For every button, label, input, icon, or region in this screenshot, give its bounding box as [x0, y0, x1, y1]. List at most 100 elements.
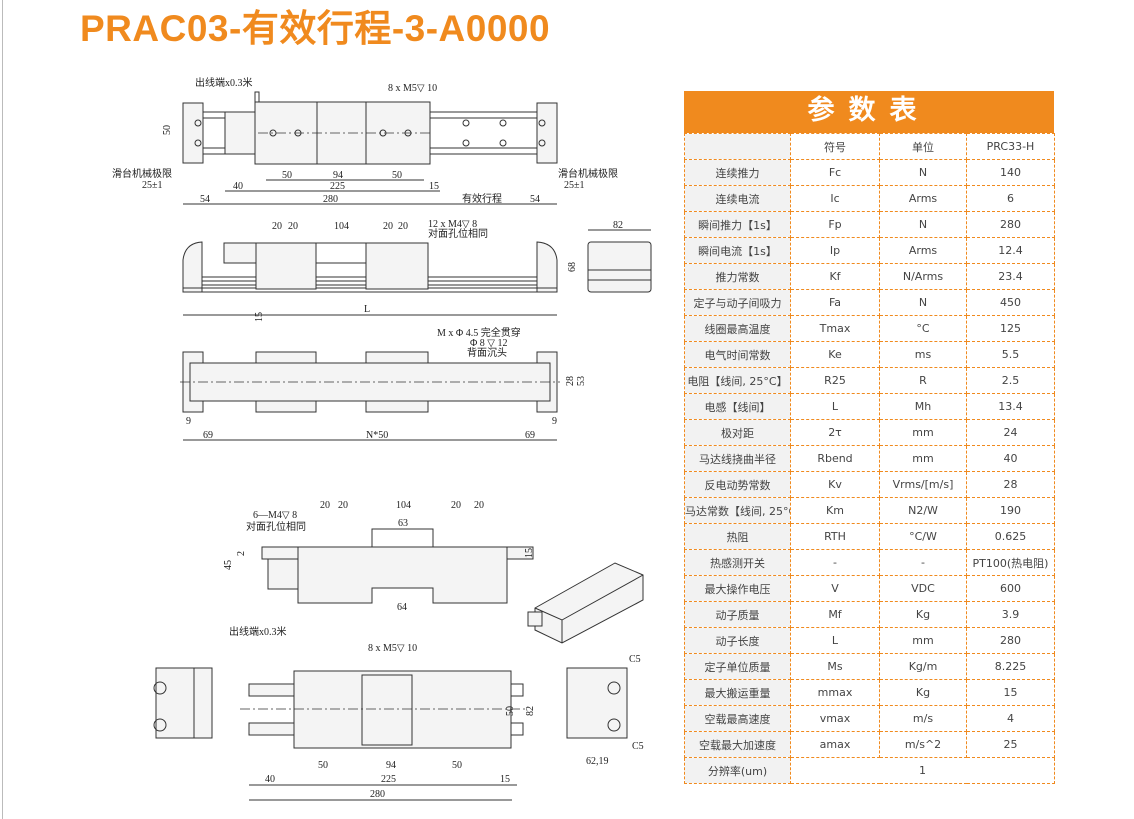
param-unit: Kg [879, 601, 967, 628]
dim-15: 15 [500, 774, 510, 785]
bottom-view-drawing: M x Φ 4.5 完全贯穿 Φ 8 ▽ 12 背面沉头 28 53 9 9 6… [180, 326, 587, 441]
param-unit: m/s [879, 705, 967, 732]
param-name: 电感【线间】 [684, 393, 791, 420]
side-view-drawing: 15 20 20 104 20 20 12 x M4▽ 8 对面孔位相同 L 8… [182, 219, 652, 322]
page-border [2, 0, 3, 819]
dim-20c: 20 [383, 221, 393, 232]
column-header [684, 133, 791, 160]
dim-50: 50 [162, 125, 173, 135]
param-name: 连续电流 [684, 185, 791, 212]
label-holes: 12 x M4▽ 8 [428, 219, 477, 230]
dim-20b: 20 [338, 500, 348, 511]
param-value: 15 [966, 679, 1055, 706]
param-symbol: Ke [790, 341, 880, 368]
param-symbol: Kf [790, 263, 880, 290]
param-unit: °C/W [879, 523, 967, 550]
dim-50b: 50 [452, 760, 462, 771]
param-unit: mm [879, 627, 967, 654]
label-holes: M x Φ 4.5 完全贯穿 [437, 326, 521, 339]
dim-104: 104 [334, 221, 349, 232]
dim-225: 225 [381, 774, 396, 785]
table-row-resolution: 分辨率(um)1 [684, 757, 1055, 784]
param-value: 5.5 [966, 341, 1055, 368]
param-symbol: Km [790, 497, 880, 524]
param-value: 4 [966, 705, 1055, 732]
mover-top-view-drawing: 出线端x0.3米 8 x M5▽ 10 50 82 50 94 50 40 22… [153, 625, 644, 801]
param-symbol: RTH [790, 523, 880, 550]
param-name: 电阻【线间, 25°C】 [684, 367, 791, 394]
param-unit: N [879, 159, 967, 186]
dim-2: 2 [236, 551, 247, 556]
dim-94: 94 [333, 170, 343, 181]
dim-20d: 20 [398, 221, 408, 232]
param-value: 1 [790, 757, 1055, 784]
param-value: 190 [966, 497, 1055, 524]
param-value: 23.4 [966, 263, 1055, 290]
param-symbol: Fc [790, 159, 880, 186]
param-name: 马达线挠曲半径 [684, 445, 791, 472]
param-symbol: Ip [790, 237, 880, 264]
param-symbol: 2τ [790, 419, 880, 446]
param-unit: N [879, 289, 967, 316]
dim-9b: 9 [552, 416, 557, 427]
dim-20a: 20 [320, 500, 330, 511]
dim-53: 53 [576, 376, 587, 386]
param-name: 最大操作电压 [684, 575, 791, 602]
param-symbol: Kv [790, 471, 880, 498]
param-symbol: Rbend [790, 445, 880, 472]
param-unit: m/s^2 [879, 731, 967, 758]
param-name: 最大搬运重量 [684, 679, 791, 706]
param-name: 热感测开关 [684, 549, 791, 576]
param-value: 24 [966, 419, 1055, 446]
param-unit: N2/W [879, 497, 967, 524]
param-symbol: L [790, 393, 880, 420]
param-symbol: Fp [790, 211, 880, 238]
label-chamfer-top: C5 [629, 654, 641, 665]
param-unit: Kg [879, 679, 967, 706]
param-symbol: Fa [790, 289, 880, 316]
param-unit: ms [879, 341, 967, 368]
dim-82: 82 [613, 220, 623, 231]
dim-54a: 54 [200, 194, 210, 205]
label-holes: 6—M4▽ 8 [253, 510, 297, 521]
param-value: PT100(热电阻) [966, 549, 1055, 576]
param-value: 2.5 [966, 367, 1055, 394]
table-heading: 参数表 [684, 91, 1054, 133]
param-name: 线圈最高温度 [684, 315, 791, 342]
label-holes: 8 x M5▽ 10 [368, 643, 417, 654]
param-symbol: V [790, 575, 880, 602]
dim-50: 50 [505, 706, 516, 716]
dim-50a: 50 [318, 760, 328, 771]
dim-45: 45 [223, 560, 234, 570]
param-name: 连续推力 [684, 159, 791, 186]
table-header-row: 符号 单位 PRC33-H [684, 133, 1055, 160]
dim-225: 225 [330, 181, 345, 192]
param-name: 电气时间常数 [684, 341, 791, 368]
column-header: PRC33-H [966, 133, 1055, 160]
param-name: 推力常数 [684, 263, 791, 290]
mover-side-view-drawing: 6—M4▽ 8 对面孔位相同 20 20 104 20 20 63 2 45 1… [223, 500, 535, 613]
isometric-view-drawing [527, 562, 644, 644]
param-symbol: mmax [790, 679, 880, 706]
dim-20b: 20 [288, 221, 298, 232]
param-unit: N [879, 211, 967, 238]
dim-68: 68 [567, 262, 578, 272]
param-unit: R [879, 367, 967, 394]
param-symbol: Ic [790, 185, 880, 212]
param-name: 热阻 [684, 523, 791, 550]
dim-20d: 20 [474, 500, 484, 511]
dim-62-19: 62,19 [586, 756, 609, 767]
param-unit: Arms [879, 185, 967, 212]
param-value: 125 [966, 315, 1055, 342]
